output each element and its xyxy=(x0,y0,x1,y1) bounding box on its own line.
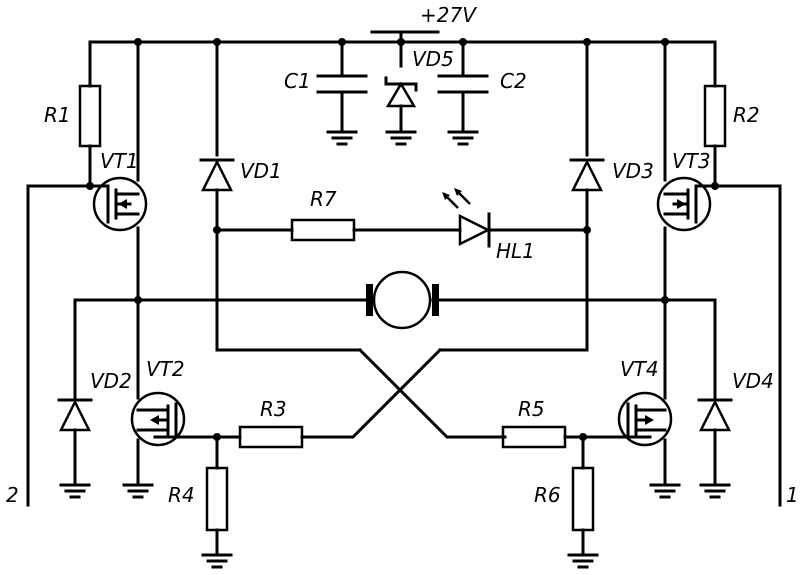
label-hl1: HL1 xyxy=(496,239,535,263)
label-vt1: VT1 xyxy=(100,149,139,173)
resistor-r3 xyxy=(238,425,304,449)
resistor-r2 xyxy=(703,84,727,148)
label-r6: R6 xyxy=(534,483,561,507)
diode-vd3 xyxy=(569,158,605,192)
resistor-r6 xyxy=(571,466,595,532)
label-vd5: VD5 xyxy=(412,47,454,71)
label-terminal-1: 1 xyxy=(786,483,799,507)
label-vd2: VD2 xyxy=(90,369,132,393)
transistor-vt3 xyxy=(656,176,714,232)
label-vt2: VT2 xyxy=(146,357,185,381)
diode-vd4 xyxy=(697,398,733,432)
resistor-r4 xyxy=(205,466,229,532)
label-vd4: VD4 xyxy=(732,369,774,393)
led-hl1 xyxy=(442,188,491,248)
label-vt3: VT3 xyxy=(672,149,711,173)
label-terminal-2: 2 xyxy=(6,483,19,507)
label-supply: +27V xyxy=(420,3,477,27)
ground-vt2 xyxy=(122,483,154,499)
capacitor-c1 xyxy=(316,74,368,94)
label-r7: R7 xyxy=(310,187,337,211)
wires xyxy=(26,30,782,557)
label-c2: C2 xyxy=(500,69,527,93)
ground-vd2 xyxy=(59,483,91,499)
diode-vd1 xyxy=(199,158,235,192)
resistor-r1 xyxy=(78,84,102,148)
ground-c2 xyxy=(447,130,479,146)
label-r4: R4 xyxy=(168,483,195,507)
ground-vd5 xyxy=(385,130,417,146)
junction-dots xyxy=(86,38,719,441)
ground-r6 xyxy=(567,553,599,569)
ground-symbols xyxy=(59,130,731,569)
transistor-vt2 xyxy=(130,391,186,447)
capacitor-c2 xyxy=(437,74,489,94)
diode-vd2 xyxy=(57,398,93,432)
label-vt4: VT4 xyxy=(620,357,659,381)
label-r5: R5 xyxy=(518,397,545,421)
zener-diode-vd5 xyxy=(384,76,418,108)
label-c1: C1 xyxy=(284,69,311,93)
label-vd1: VD1 xyxy=(240,159,282,183)
resistor-r7 xyxy=(290,218,356,242)
label-r1: R1 xyxy=(44,103,71,127)
ground-r4 xyxy=(201,553,233,569)
resistor-r5 xyxy=(501,425,567,449)
ground-vd4 xyxy=(699,483,731,499)
label-vd3: VD3 xyxy=(612,159,654,183)
ground-vt4 xyxy=(649,483,681,499)
motor xyxy=(366,270,439,330)
labels: +27V R1 R2 VT1 VT3 C1 VD5 C2 VD1 VD3 R7 … xyxy=(6,3,799,507)
ground-c1 xyxy=(326,130,358,146)
transistor-vt1 xyxy=(92,176,148,232)
transistor-vt4 xyxy=(617,391,673,447)
label-r3: R3 xyxy=(260,397,287,421)
label-r2: R2 xyxy=(733,103,760,127)
